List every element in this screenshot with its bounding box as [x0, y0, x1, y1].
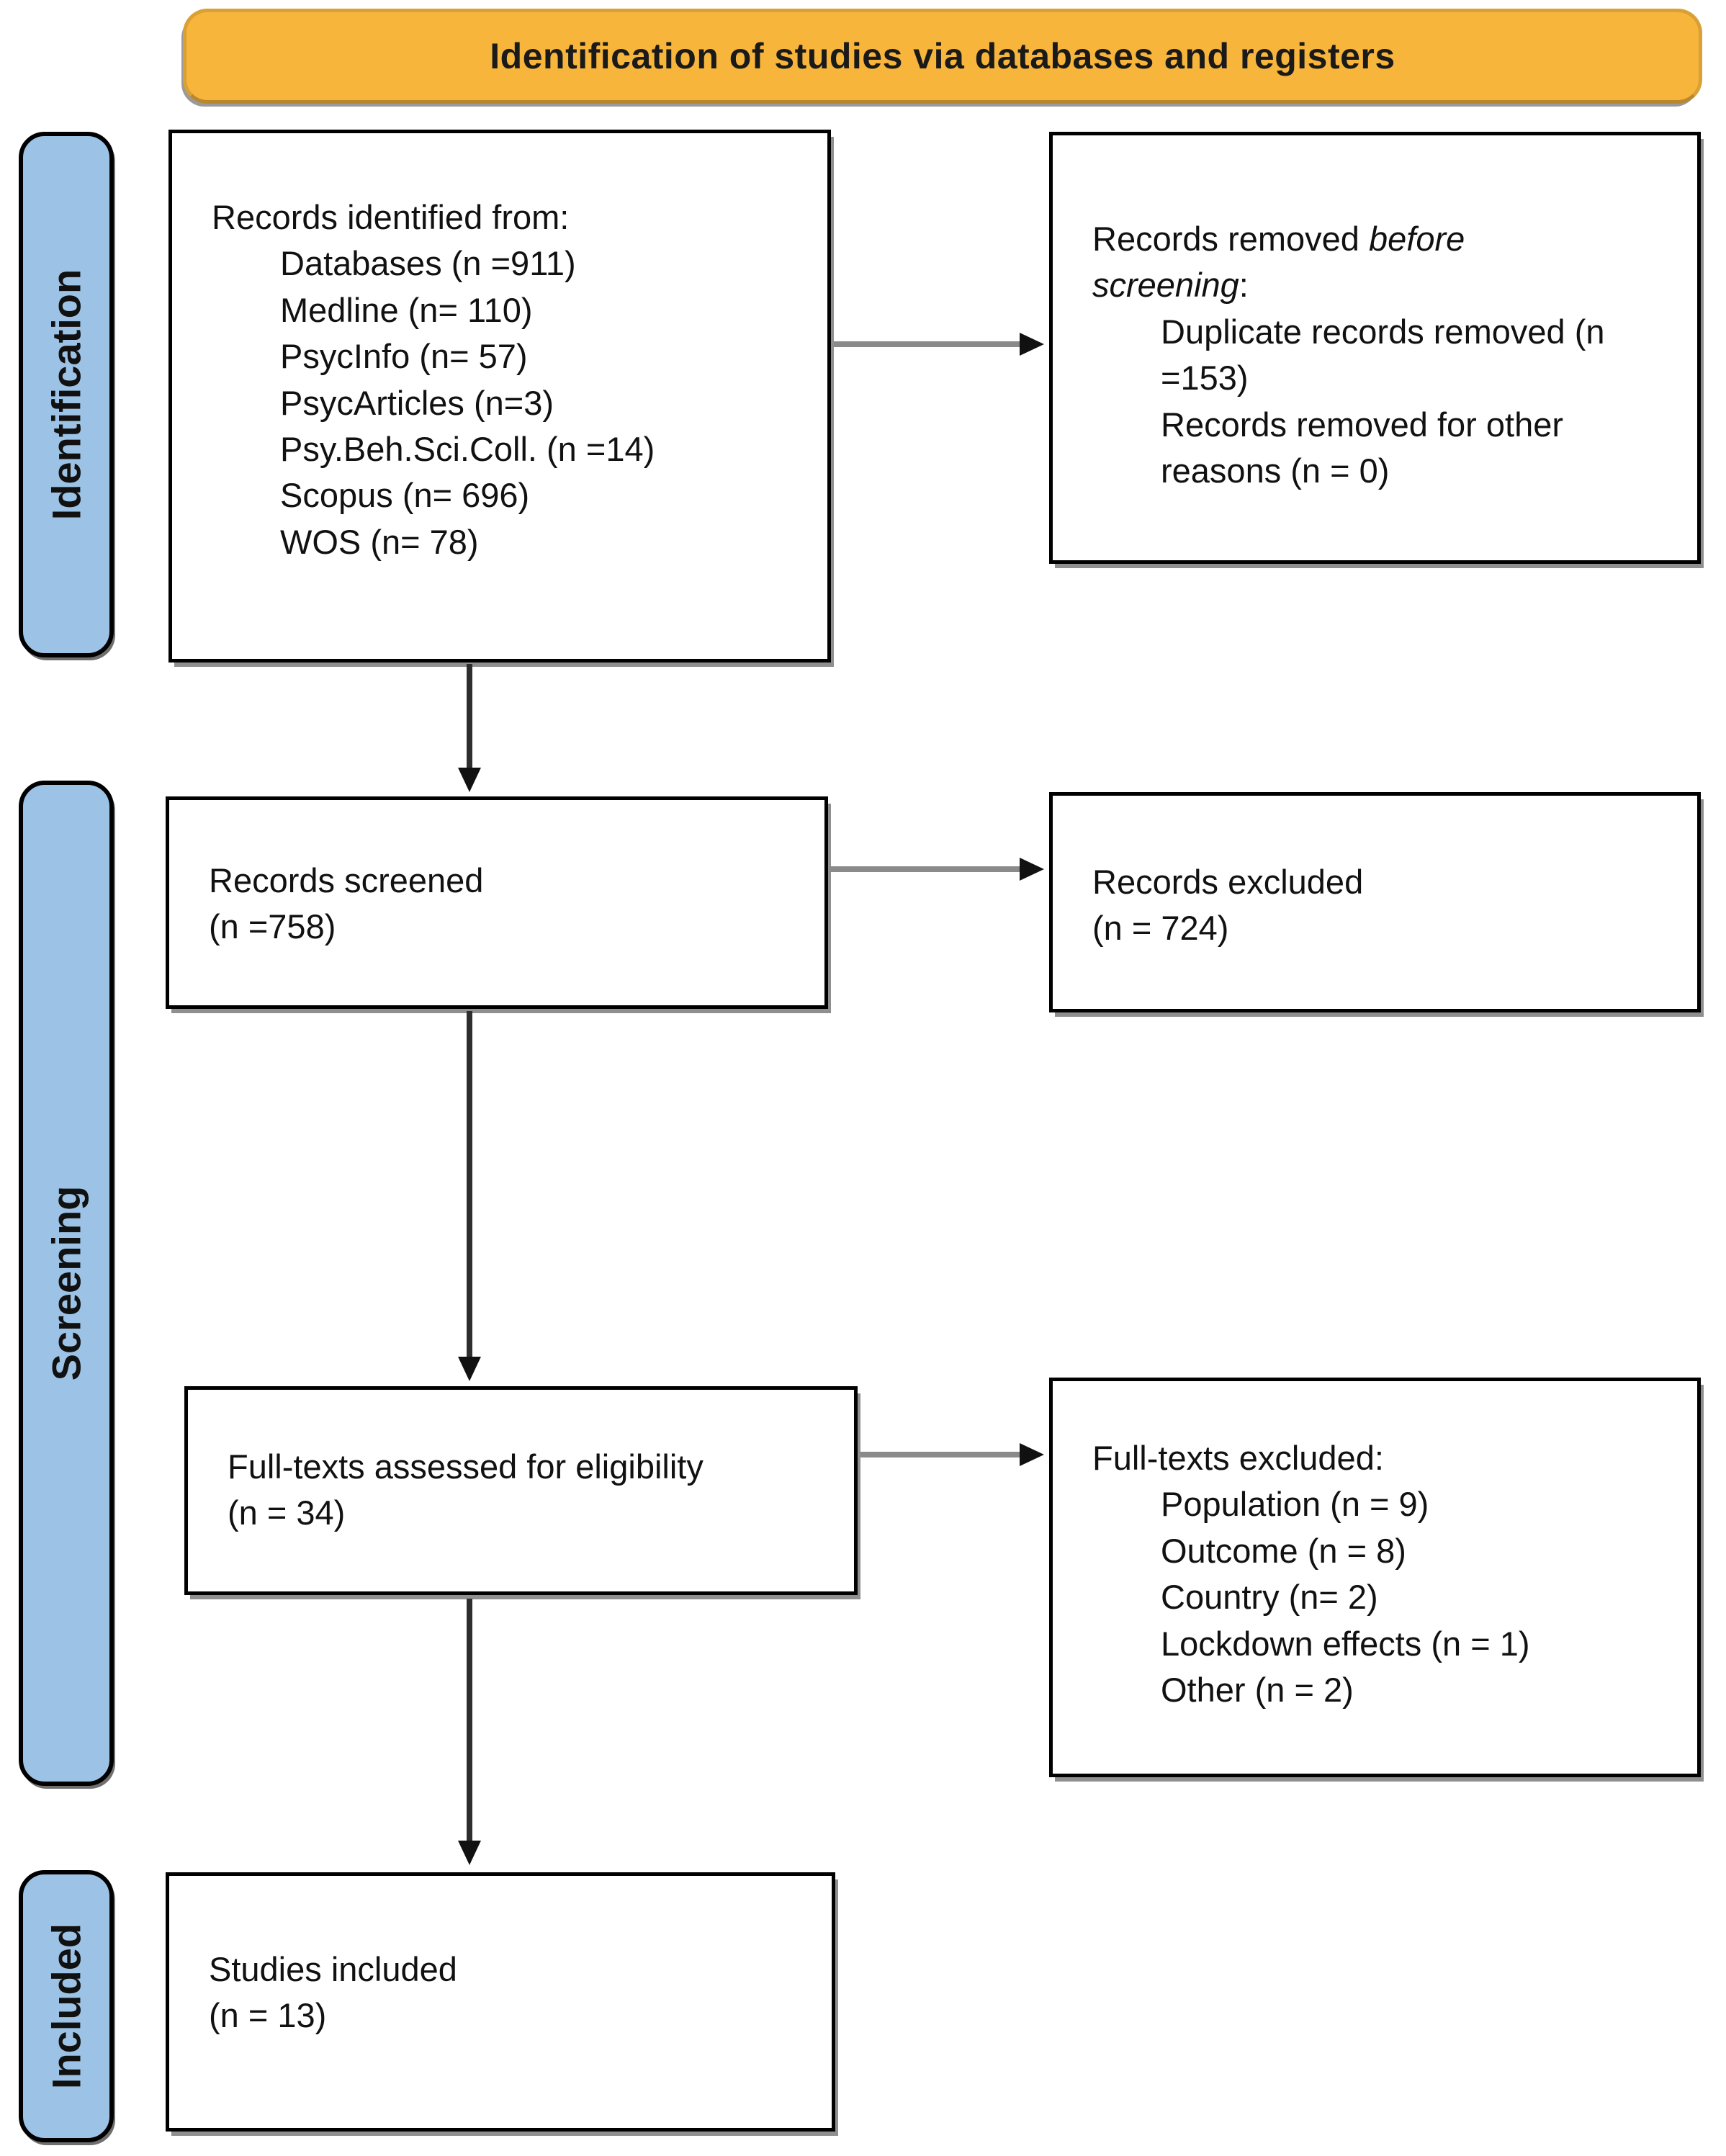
fulltexts-excluded-header: Full-texts excluded: — [1092, 1439, 1384, 1477]
records-removed-italic-2: screening — [1092, 266, 1239, 305]
fulltexts-excluded-items: Population (n = 9) Outcome (n = 8) Count… — [1161, 1485, 1530, 1709]
stage-label-included: Included — [43, 1923, 89, 2090]
arrow-head — [1020, 333, 1044, 356]
records-removed-italic-1: before — [1369, 220, 1465, 258]
stage-pill-identification: Identification — [19, 132, 114, 657]
fulltexts-assessed-text: Full-texts assessed for eligibility (n =… — [228, 1447, 704, 1532]
arrow-head — [458, 768, 481, 792]
records-removed-header-line1: Records removed before — [1092, 216, 1668, 262]
arrow-head — [1020, 858, 1044, 881]
diagram-title: Identification of studies via databases … — [490, 36, 1395, 76]
records-screened-text: Records screened (n =758) — [209, 861, 484, 946]
arrow-fulltexts-to-included — [458, 1599, 481, 1865]
arrow-screened-to-fulltexts — [458, 1011, 481, 1381]
records-removed-box: Records removed before screening: Duplic… — [1049, 132, 1701, 564]
studies-included-text: Studies included (n = 13) — [209, 1950, 457, 2035]
records-removed-prefix: Records removed — [1092, 220, 1369, 258]
fulltexts-excluded-box: Full-texts excluded: Population (n = 9) … — [1049, 1378, 1701, 1777]
records-screened-box: Records screened (n =758) — [166, 796, 828, 1009]
arrow-identified-to-removed — [834, 333, 1044, 356]
title-banner: Identification of studies via databases … — [183, 9, 1702, 104]
records-removed-items: Duplicate records removed (n =153) Recor… — [1161, 312, 1605, 490]
arrow-identified-to-screened — [458, 664, 481, 792]
arrow-fulltexts-to-excluded — [860, 1443, 1044, 1466]
records-removed-header-line2: screening: — [1092, 262, 1668, 308]
stage-pill-screening: Screening — [19, 781, 114, 1786]
records-excluded-box: Records excluded (n = 724) — [1049, 792, 1701, 1012]
fulltexts-assessed-box: Full-texts assessed for eligibility (n =… — [184, 1386, 858, 1595]
studies-included-box: Studies included (n = 13) — [166, 1872, 835, 2132]
records-identified-box: Records identified from: Databases (n =9… — [168, 130, 831, 662]
records-identified-items: Databases (n =911) Medline (n= 110) Psyc… — [280, 244, 655, 561]
records-excluded-text: Records excluded (n = 724) — [1092, 863, 1364, 948]
stage-label-identification: Identification — [43, 269, 89, 521]
arrow-head — [1020, 1443, 1044, 1466]
stage-label-screening: Screening — [43, 1185, 89, 1381]
arrow-head — [458, 1841, 481, 1865]
records-removed-suffix: : — [1239, 266, 1249, 305]
arrow-screened-to-excluded — [830, 858, 1044, 881]
arrow-head — [458, 1357, 481, 1381]
records-identified-header: Records identified from: — [212, 198, 570, 236]
stage-pill-included: Included — [19, 1870, 114, 2142]
